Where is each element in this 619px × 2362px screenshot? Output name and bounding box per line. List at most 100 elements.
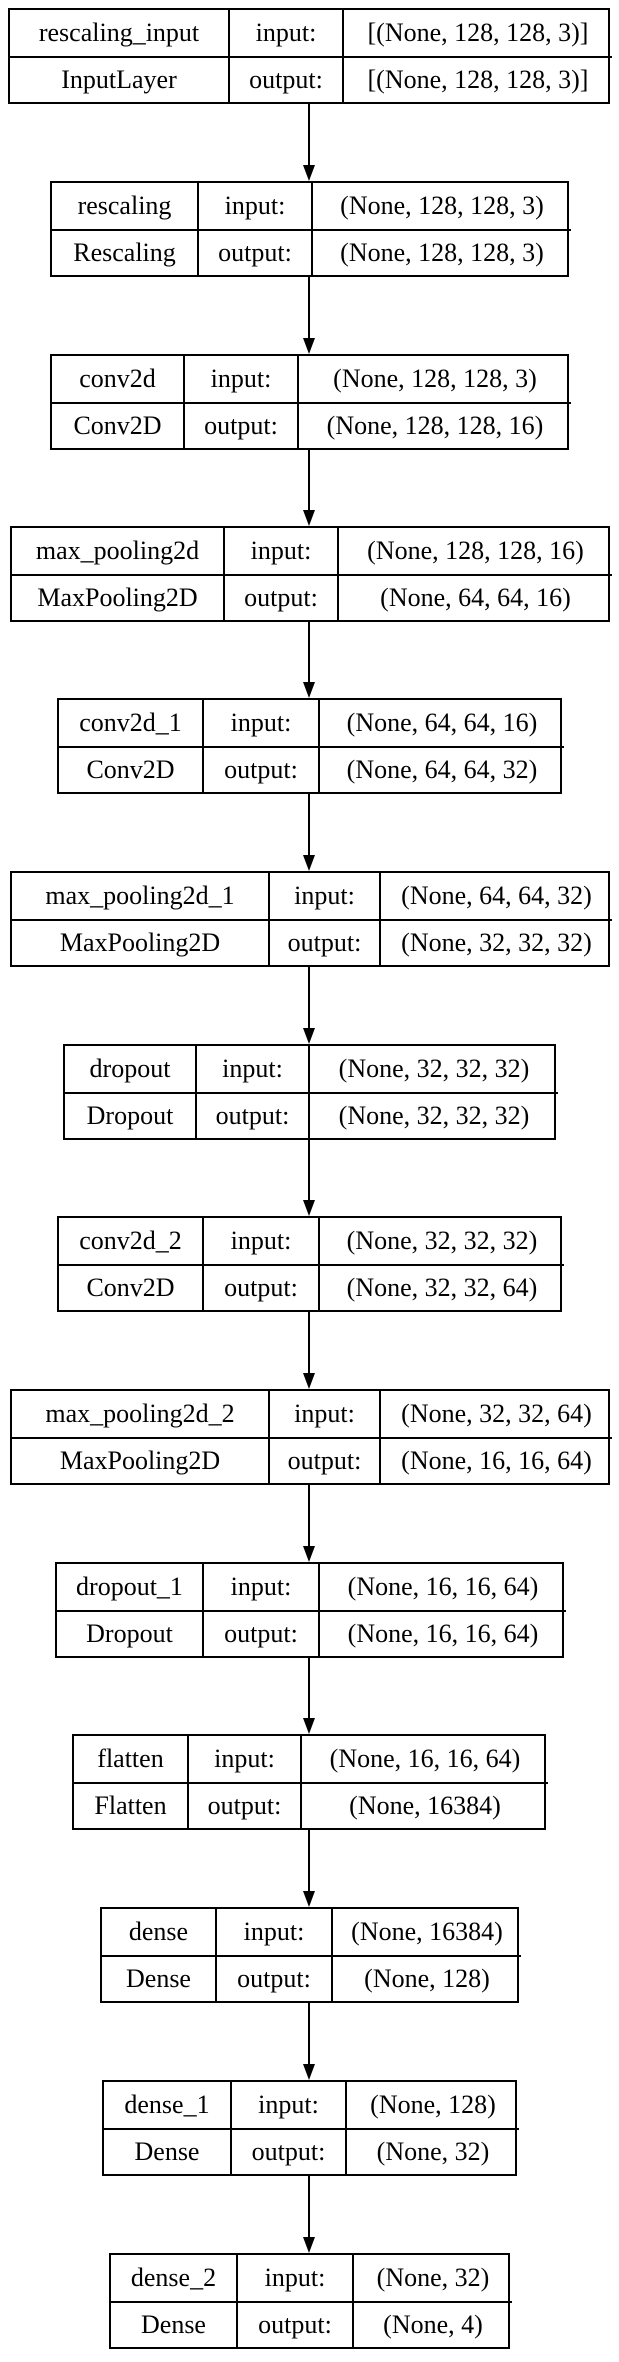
layer-name: max_pooling2d: [35, 536, 200, 565]
output-shape: (None, 32, 32, 64): [318, 1266, 564, 1310]
layer-name: conv2d_1: [79, 708, 182, 737]
layer-name: flatten: [97, 1744, 164, 1773]
layer-type: Conv2D: [73, 411, 162, 440]
layer-node: rescaling_input input:[(None, 128, 128, 3…: [8, 8, 612, 104]
input-label: input:: [202, 1564, 318, 1610]
layer-type: Dropout: [86, 1619, 173, 1648]
layer-name: dropout_1: [76, 1572, 183, 1601]
input-shape: (None, 16384): [331, 1909, 521, 1955]
input-label: input:: [215, 1909, 331, 1955]
layer-name: rescaling_input: [38, 18, 200, 47]
layer-type: Dense: [134, 2137, 200, 2166]
arrowhead: [303, 510, 315, 526]
output-shape: (None, 128, 128, 16): [297, 404, 571, 448]
output-label: output:: [228, 58, 342, 102]
input-label: input:: [202, 1218, 318, 1264]
layer-name: dense_2: [130, 2263, 217, 2292]
output-label: output:: [197, 231, 311, 275]
layer-output-row: Dropout output:(None, 16, 16, 64): [57, 1610, 566, 1656]
input-label: input:: [228, 10, 342, 56]
output-label: output:: [268, 1439, 379, 1483]
arrowhead: [303, 338, 315, 354]
input-label: input:: [197, 183, 311, 229]
layer-name: rescaling: [77, 191, 172, 220]
input-label: input:: [268, 1391, 379, 1437]
edge-arrow: [303, 2003, 315, 2080]
output-label: output:: [202, 1612, 318, 1656]
layer-type: Dense: [141, 2310, 206, 2339]
arrowhead: [303, 1891, 315, 1907]
output-label: output:: [268, 921, 379, 965]
input-label: input:: [187, 1736, 300, 1782]
arrowhead: [303, 855, 315, 871]
edge-arrow: [303, 1830, 315, 1907]
layer-name: dense_1: [124, 2090, 210, 2119]
layer-output-row: Flatten output:(None, 16384): [74, 1782, 548, 1828]
output-label: output:: [202, 748, 318, 792]
edge-arrow: [303, 104, 315, 181]
edge-arrow: [303, 1485, 315, 1562]
layer-name: dense: [128, 1917, 189, 1946]
arrowhead: [303, 165, 315, 181]
output-label: output:: [236, 2303, 352, 2347]
output-shape: [(None, 128, 128, 3)]: [342, 58, 612, 102]
input-label: input:: [202, 700, 318, 746]
output-shape: (None, 128): [331, 1957, 521, 2001]
input-shape: (None, 32): [352, 2255, 512, 2301]
layer-type: Flatten: [94, 1791, 167, 1820]
output-shape: (None, 16, 16, 64): [318, 1612, 566, 1656]
output-label: output:: [187, 1784, 300, 1828]
arrowhead: [303, 2064, 315, 2080]
layer-name: conv2d: [79, 364, 156, 393]
output-label: output:: [223, 576, 337, 620]
edge-arrow: [303, 1140, 315, 1216]
input-shape: (None, 64, 64, 16): [318, 700, 564, 746]
output-label: output:: [195, 1094, 308, 1138]
output-shape: (None, 64, 64, 16): [337, 576, 612, 620]
layer-input-row: conv2d_2 input:(None, 32, 32, 32): [59, 1218, 564, 1264]
edge-arrow: [303, 1312, 315, 1389]
edge-arrow: [303, 2176, 315, 2253]
arrowhead: [303, 1373, 315, 1389]
output-label: output:: [202, 1266, 318, 1310]
output-shape: (None, 16384): [300, 1784, 548, 1828]
layer-input-row: dense input:(None, 16384): [102, 1909, 521, 1955]
input-label: input:: [223, 528, 337, 574]
edge-arrow: [303, 967, 315, 1044]
layer-type: Dense: [126, 1964, 191, 1993]
input-shape: (None, 32, 32, 32): [318, 1218, 564, 1264]
layer-name: conv2d_2: [79, 1226, 182, 1255]
arrowhead: [303, 682, 315, 698]
edge-arrow: [303, 277, 315, 354]
arrowhead: [303, 1028, 315, 1044]
edge-arrow: [303, 622, 315, 698]
input-label: input:: [230, 2082, 345, 2128]
